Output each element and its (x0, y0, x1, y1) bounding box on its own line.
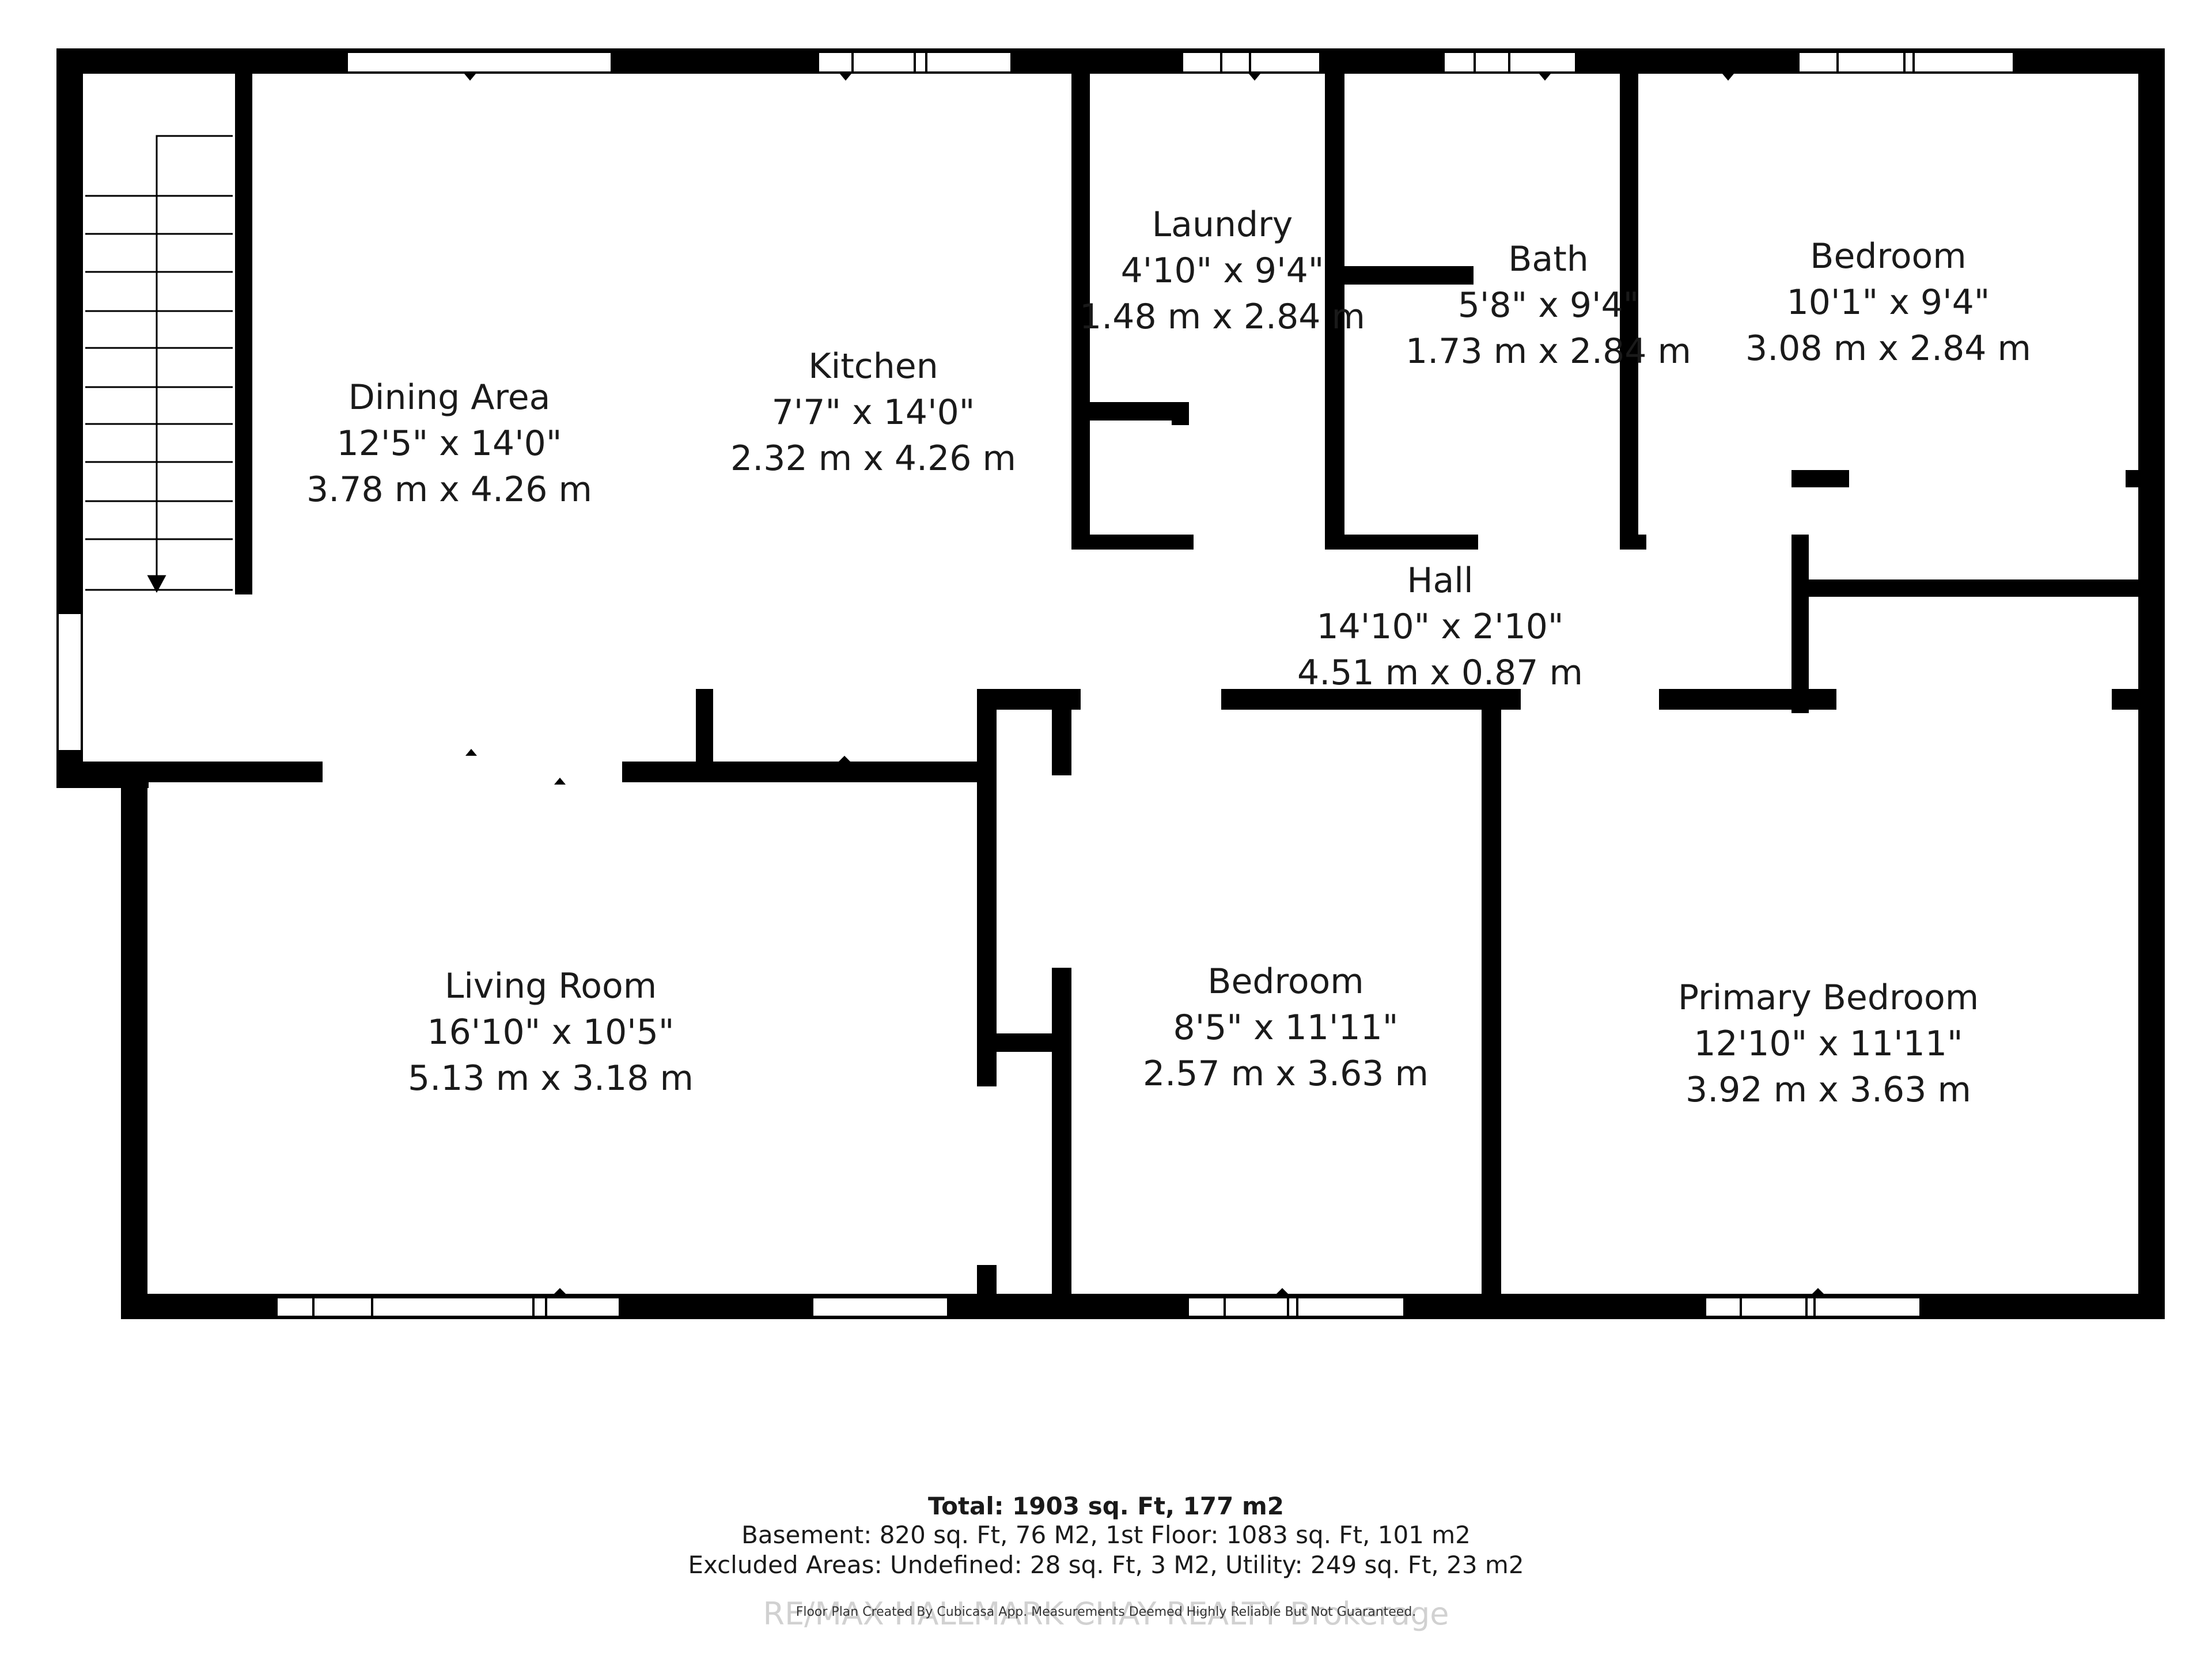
windows (56, 51, 2015, 1318)
room-name: Dining Area (348, 377, 551, 418)
room-metric: 2.32 m x 4.26 m (730, 438, 1016, 479)
room-metric: 3.08 m x 2.84 m (1745, 328, 2031, 369)
brokerage-watermark: RE/MAX HALLMARK CHAY REALTY Brokerage (763, 1596, 1449, 1632)
room-name: Kitchen (808, 346, 938, 387)
room-imperial: 4'10" x 9'4" (1120, 251, 1324, 291)
wall-bedroom-primary (1482, 699, 1501, 1319)
room-imperial: 8'5" x 11'11" (1173, 1007, 1399, 1048)
room-name: Bedroom (1810, 236, 1967, 276)
room-metric: 2.57 m x 3.63 m (1143, 1054, 1429, 1094)
wall-right (2138, 48, 2165, 1319)
wall-bath-bedroom (1620, 71, 1638, 550)
room-metric: 4.51 m x 0.87 m (1297, 653, 1583, 693)
room-bath: Bath 5'8" x 9'4" 1.73 m x 2.84 m (1406, 236, 1691, 374)
stairs (85, 135, 233, 593)
room-bedroom-top: Bedroom 10'1" x 9'4" 3.08 m x 2.84 m (1745, 233, 2031, 372)
disclaimer-note: Floor Plan Created By Cubicasa App. Meas… (796, 1605, 1416, 1619)
room-imperial: 12'10" x 11'11" (1694, 1024, 1963, 1064)
room-imperial: 16'10" x 10'5" (427, 1012, 675, 1052)
room-bedroom-bottom: Bedroom 8'5" x 11'11" 2.57 m x 3.63 m (1143, 959, 1429, 1097)
area-total: Total: 1903 sq. Ft, 177 m2 (928, 1492, 1284, 1520)
room-name: Living Room (444, 966, 657, 1006)
room-name: Hall (1407, 560, 1474, 601)
room-imperial: 10'1" x 9'4" (1786, 282, 1990, 323)
room-imperial: 5'8" x 9'4" (1457, 285, 1639, 325)
room-metric: 1.48 m x 2.84 m (1080, 297, 1365, 337)
room-metric: 1.73 m x 2.84 m (1406, 331, 1691, 372)
area-breakdown: Basement: 820 sq. Ft, 76 M2, 1st Floor: … (741, 1521, 1471, 1549)
room-dining-area: Dining Area 12'5" x 14'0" 3.78 m x 4.26 … (306, 374, 592, 513)
area-excluded: Excluded Areas: Undefined: 28 sq. Ft, 3 … (688, 1551, 1524, 1579)
room-metric: 5.13 m x 3.18 m (408, 1058, 694, 1099)
room-name: Bedroom (1207, 961, 1364, 1002)
room-name: Bath (1508, 239, 1589, 279)
wall-laundry-left (1071, 71, 1090, 550)
room-imperial: 7'7" x 14'0" (771, 392, 975, 433)
room-living: Living Room 16'10" x 10'5" 5.13 m x 3.18… (408, 963, 694, 1101)
room-name: Primary Bedroom (1677, 978, 1979, 1018)
wall-markers (464, 74, 1824, 1294)
room-imperial: 12'5" x 14'0" (336, 423, 562, 464)
room-name: Laundry (1152, 204, 1293, 245)
room-metric: 3.78 m x 4.26 m (306, 469, 592, 510)
room-laundry: Laundry 4'10" x 9'4" 1.48 m x 2.84 m (1080, 202, 1365, 340)
room-imperial: 14'10" x 2'10" (1316, 607, 1564, 647)
wall-left-lower (121, 772, 147, 1319)
room-primary-bedroom: Primary Bedroom 12'10" x 11'11" 3.92 m x… (1678, 975, 1979, 1113)
room-metric: 3.92 m x 3.63 m (1685, 1070, 1971, 1110)
room-kitchen: Kitchen 7'7" x 14'0" 2.32 m x 4.26 m (730, 343, 1016, 482)
wall-laundry-bath (1325, 71, 1344, 550)
room-hall: Hall 14'10" x 2'10" 4.51 m x 0.87 m (1297, 558, 1583, 696)
